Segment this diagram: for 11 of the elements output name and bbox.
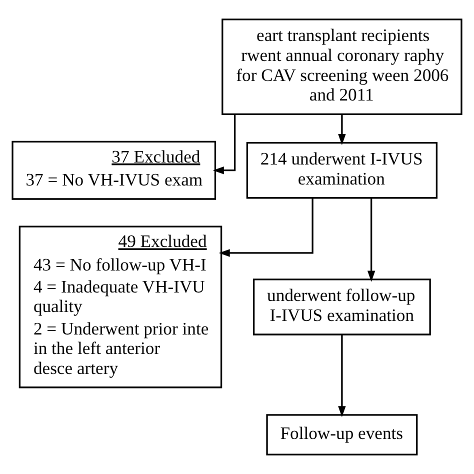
- arrow: [338, 334, 346, 418]
- node-box: 37 Excluded 37 = No VH-IVUS exam: [12, 140, 216, 200]
- arrow: [367, 198, 376, 282]
- node-box: underwent follow-up I-IVUS examination: [252, 278, 431, 336]
- arrow: [212, 114, 236, 174]
- node-box: eart transplant recipients rwent annual coronary raphy for CAV screening ween 2006 and 2011: [222, 18, 462, 115]
- node-box: Follow-up events: [266, 414, 418, 456]
- node-box: 214 underwent I-IVUS examination: [246, 142, 438, 199]
- arrow: [218, 198, 314, 257]
- node-box: 49 Excluded 43 = No follow-up VH-I 4 = Inadequate VH-IVU quality 2 = Underwent prior inte in the left anterior desce artery: [18, 226, 222, 388]
- arrow: [338, 114, 346, 146]
